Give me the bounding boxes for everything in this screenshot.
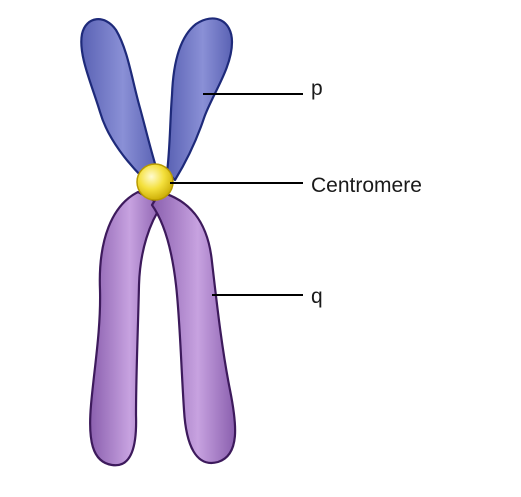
centromere-knob <box>137 164 173 200</box>
p-arm-right-chromatid <box>167 18 232 180</box>
q-arm-right-chromatid <box>152 192 235 463</box>
p-arm-left-chromatid <box>81 19 157 178</box>
q-arm-left-chromatid <box>90 192 162 465</box>
centromere-label: Centromere <box>311 175 422 196</box>
q-arm-label: q <box>311 286 323 307</box>
p-arm-label: p <box>311 78 323 99</box>
